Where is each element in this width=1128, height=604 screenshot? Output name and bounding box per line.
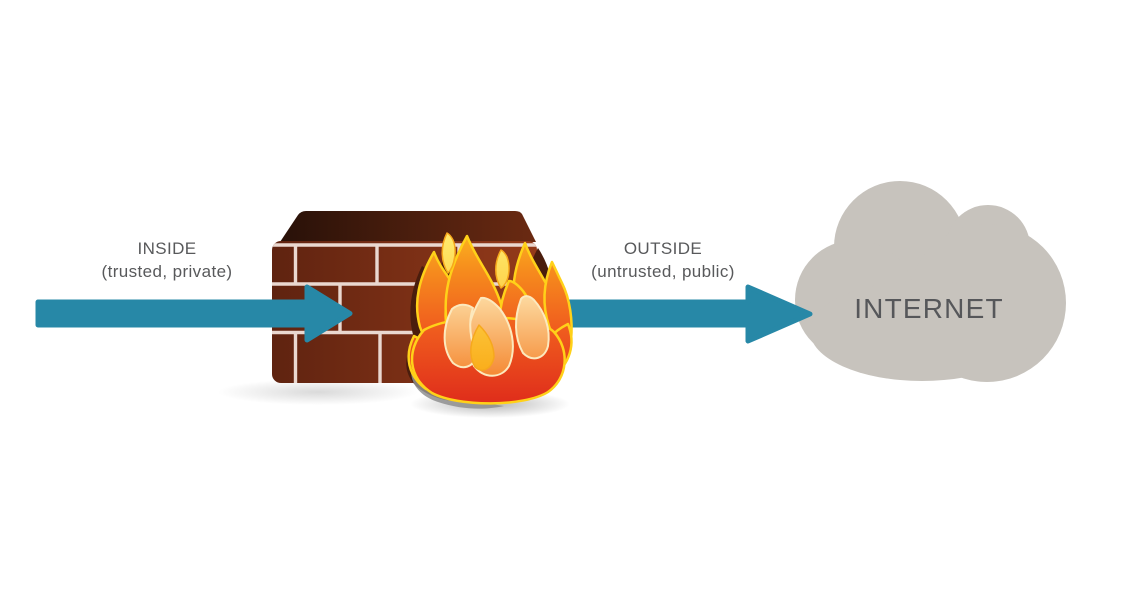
inside-arrow-icon: [35, 284, 353, 343]
outside-arrow-icon: [532, 284, 813, 344]
outside-label-line1: OUTSIDE: [623, 239, 703, 258]
wall-top-face: [280, 211, 536, 242]
internet-label: INTERNET: [854, 293, 1004, 324]
inside-label: INSIDE (trusted, private): [40, 237, 294, 283]
fire-icon: [406, 232, 573, 418]
inside-label-line2: (trusted, private): [101, 262, 233, 281]
inside-label-line1: INSIDE: [137, 239, 197, 258]
outside-label: OUTSIDE (untrusted, public): [545, 237, 781, 283]
wall-shadow: [218, 379, 418, 405]
cloud-icon: [795, 181, 1066, 382]
outside-label-line2: (untrusted, public): [591, 262, 735, 281]
